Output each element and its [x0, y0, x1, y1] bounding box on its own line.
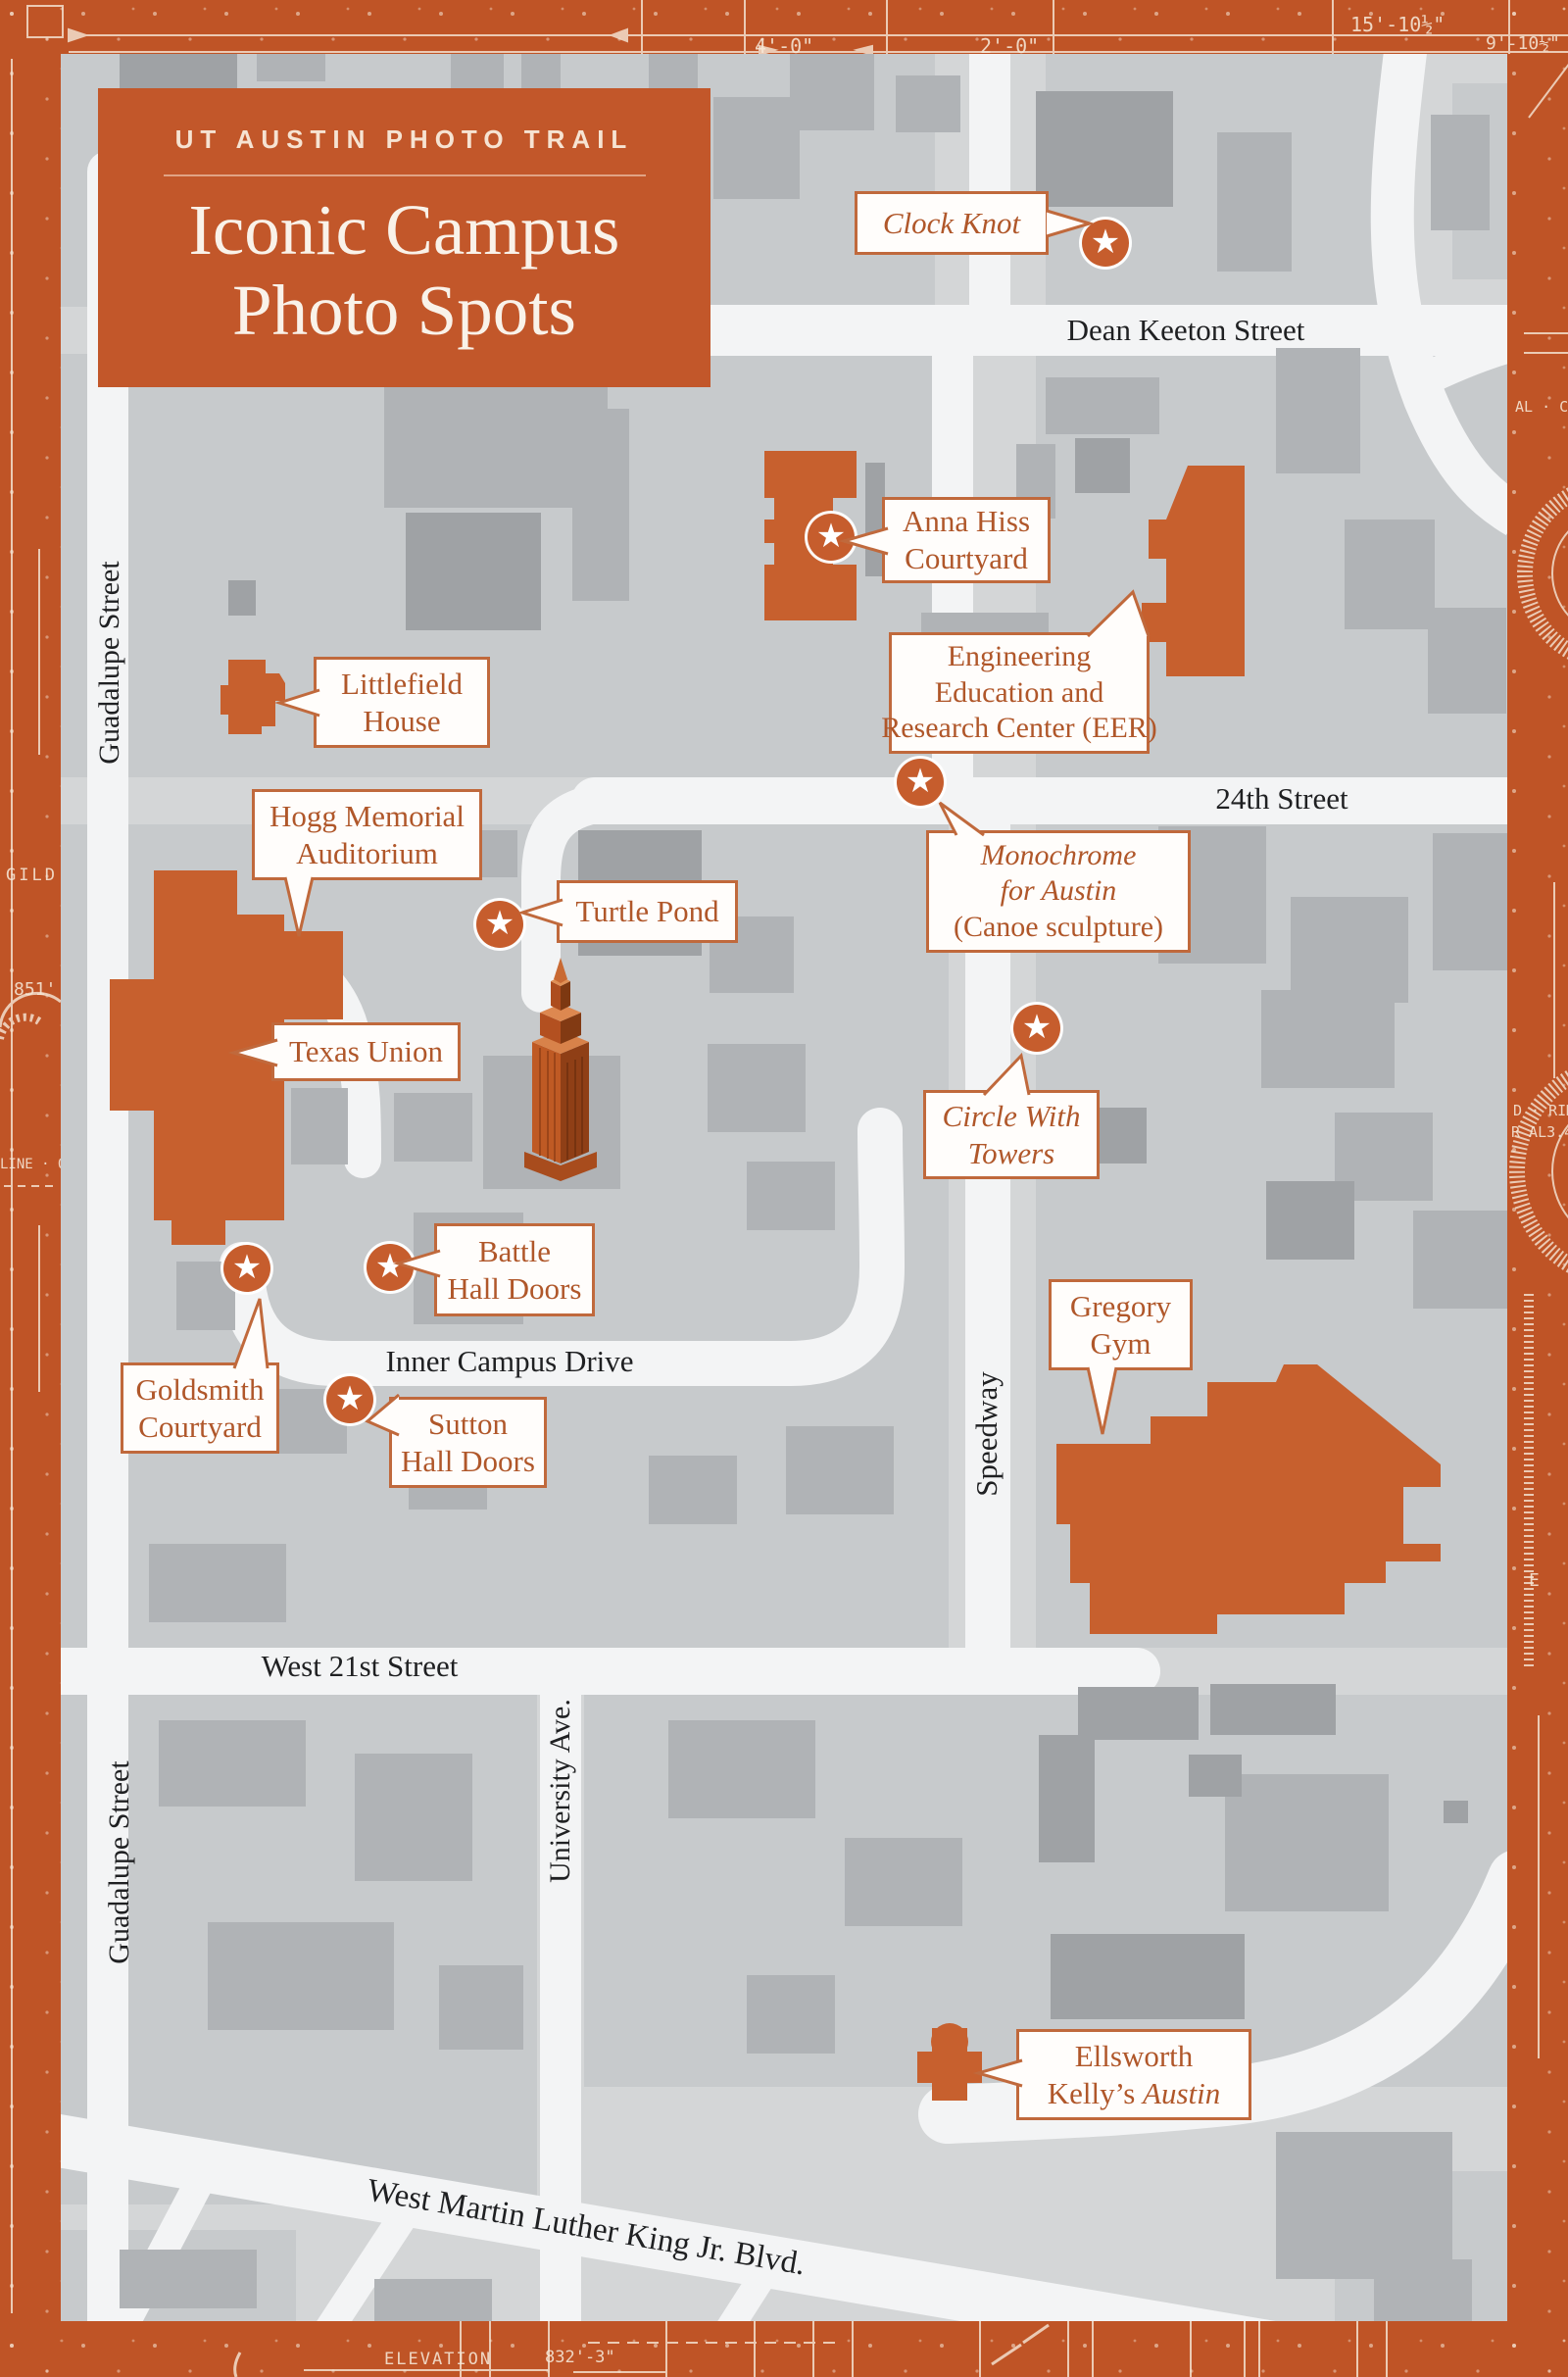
callout-label: Clock Knot	[882, 205, 1021, 240]
street-label-speedway: Speedway	[969, 1371, 1004, 1497]
dim-annotation: 9'-10½"	[1486, 33, 1560, 54]
street-label-guadalupe-south: Guadalupe Street	[103, 1760, 135, 1964]
star-icon: ★	[905, 762, 936, 801]
star-icon: ★	[1021, 1008, 1053, 1047]
callout-littlefield-house: Littlefield House	[274, 657, 490, 748]
callout-label: Turtle Pond	[575, 894, 719, 929]
title-divider	[163, 174, 646, 177]
callout-label: Monochrome	[980, 838, 1137, 871]
callout-eer: Engineering Education and Research Cente…	[881, 589, 1157, 754]
callout-circle-with-towers: Circle With Towers	[923, 1052, 1100, 1179]
map-base-art	[61, 54, 1507, 2321]
street-label-university-ave: University Ave.	[544, 1699, 576, 1883]
poster-kicker: UT AUSTIN PHOTO TRAIL	[174, 124, 634, 155]
callout-label: Battle	[477, 1233, 552, 1268]
blueprint-fragment: GILD	[6, 866, 58, 885]
star-marker-battle-hall: ★	[367, 1244, 414, 1291]
callout-label: Littlefield	[341, 666, 463, 701]
texas-union-building	[110, 870, 284, 1245]
ut-tower-illustration	[524, 958, 597, 1181]
ellsworth-kelly-austin-building	[917, 2023, 982, 2101]
street-label-west-21st: West 21st Street	[261, 1649, 459, 1683]
street-label-inner-campus-drive: Inner Campus Drive	[385, 1344, 634, 1378]
star-marker-anna-hiss: ★	[808, 514, 855, 561]
callout-label: Research Center (EER)	[881, 712, 1157, 745]
blueprint-fragment: 851'	[14, 979, 56, 1000]
callout-label: Texas Union	[288, 1034, 444, 1069]
gregory-gym-building	[1056, 1364, 1441, 1634]
callout-label: Auditorium	[296, 835, 438, 870]
callout-label: Gregory	[1069, 1288, 1172, 1323]
callout-label: Towers	[967, 1135, 1055, 1170]
callout-label: Engineering	[947, 640, 1092, 673]
callout-texas-union: Texas Union	[227, 1022, 461, 1081]
street-label-24th: 24th Street	[1215, 781, 1348, 816]
poster-title-line2: Photo Spots	[232, 271, 576, 350]
callout-label: House	[363, 703, 441, 738]
blueprint-fragment: D · RIM	[1513, 1102, 1568, 1119]
star-marker-sutton-hall: ★	[326, 1376, 373, 1423]
callout-label: Gym	[1090, 1325, 1152, 1361]
callout-label: Sutton	[428, 1406, 508, 1441]
poster-title-block: UT AUSTIN PHOTO TRAIL Iconic Campus Phot…	[98, 88, 710, 387]
poster-title-line1: Iconic Campus	[188, 190, 620, 271]
littlefield-house-building	[220, 660, 285, 734]
blueprint-fragment: AL · CO	[1515, 398, 1568, 416]
eer-building	[1142, 466, 1245, 676]
star-icon: ★	[231, 1248, 263, 1287]
callout-label: Ellsworth	[1074, 2038, 1194, 2073]
star-marker-turtle-pond: ★	[476, 901, 523, 948]
callout-anna-hiss: Anna Hiss Courtyard	[838, 497, 1051, 583]
callout-turtle-pond: Turtle Pond	[517, 880, 738, 943]
map-buildings-orange	[110, 451, 1441, 2101]
map-buildings-gray	[120, 54, 1507, 2321]
campus-map: Dean Keeton Street 24th Street Inner Cam…	[61, 54, 1507, 2321]
callout-ellsworth-kelly-austin: Ellsworth Kelly’s Austin	[972, 2029, 1251, 2120]
callout-label: Education and	[934, 675, 1104, 709]
callout-label: Hall Doors	[401, 1443, 535, 1478]
callout-monochrome-for-austin: Monochrome for Austin (Canoe sculpture)	[926, 801, 1191, 953]
star-marker-clock-knot: ★	[1082, 220, 1129, 267]
callout-gregory-gym: Gregory Gym	[1049, 1279, 1193, 1435]
blueprint-fragment: LINE · OF	[0, 1157, 74, 1172]
dim-annotation: 15'-10½"	[1350, 13, 1445, 36]
callout-label: (Canoe sculpture)	[953, 910, 1164, 943]
street-label-guadalupe-north: Guadalupe Street	[93, 561, 125, 765]
star-icon: ★	[815, 517, 847, 556]
blueprint-fragment: R AL3.4	[1511, 1123, 1568, 1141]
star-icon: ★	[484, 904, 515, 943]
callout-sutton-hall-doors: Sutton Hall Doors	[365, 1393, 547, 1488]
callout-label: Courtyard	[138, 1409, 262, 1444]
star-marker-goldsmith: ★	[223, 1245, 270, 1292]
callout-hogg-auditorium: Hogg Memorial Auditorium	[252, 789, 482, 937]
star-marker-circle-with-towers: ★	[1013, 1005, 1060, 1052]
callout-label: Kelly’s Austin	[1048, 2075, 1221, 2112]
star-icon: ★	[1090, 223, 1121, 262]
elevation-note: ELEVATION	[384, 2350, 492, 2369]
street-label-dean-keeton: Dean Keeton Street	[1066, 313, 1305, 347]
callout-battle-hall-doors: Battle Hall Doors	[392, 1223, 595, 1316]
callout-label: for Austin	[1000, 874, 1117, 908]
callout-label: Goldsmith	[135, 1371, 265, 1407]
blueprint-fragment: E	[1529, 1570, 1540, 1591]
star-marker-monochrome: ★	[897, 759, 944, 806]
callout-label-part: Austin	[1143, 2075, 1221, 2110]
callout-label: Hall Doors	[447, 1270, 582, 1306]
star-icon: ★	[374, 1247, 406, 1286]
star-icon: ★	[334, 1379, 366, 1418]
callout-label: Anna Hiss	[902, 504, 1031, 539]
callout-label-part: Kelly’s	[1047, 2075, 1144, 2110]
callout-label: Hogg Memorial	[270, 798, 465, 833]
callout-clock-knot: Clock Knot	[855, 191, 1096, 255]
elevation-value: 832'-3"	[545, 2348, 615, 2367]
callout-label: Circle With	[942, 1098, 1081, 1133]
callout-goldsmith-courtyard: Goldsmith Courtyard	[121, 1298, 279, 1454]
callout-label: Courtyard	[905, 541, 1028, 575]
